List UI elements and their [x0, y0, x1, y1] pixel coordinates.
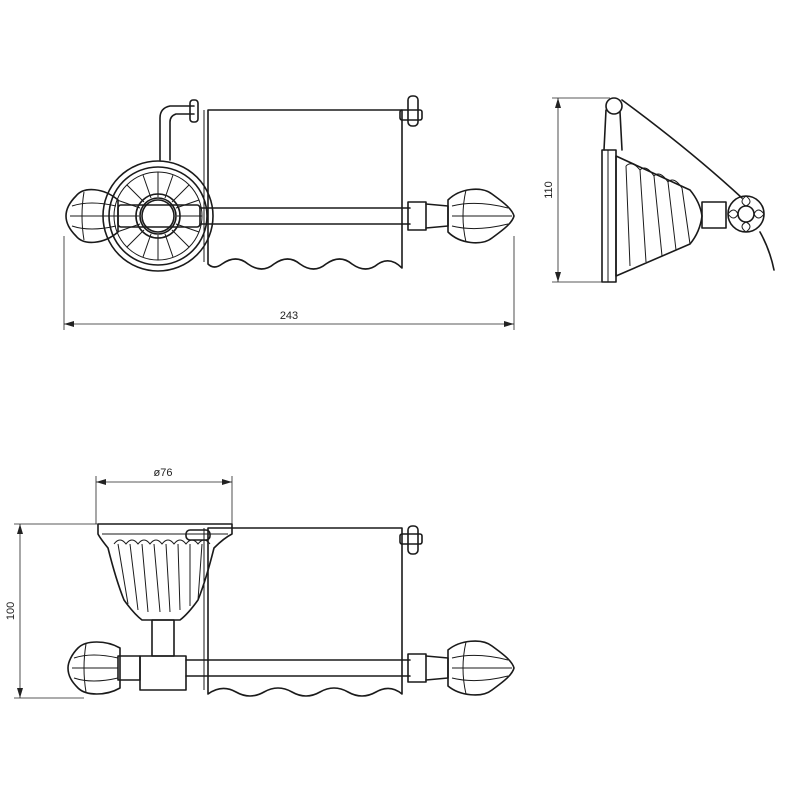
side-view	[601, 97, 775, 283]
dimension-height-side: 110	[543, 97, 610, 283]
dimension-width: 243	[63, 236, 515, 330]
dimension-diameter: ø76	[95, 467, 233, 524]
width-label: 243	[280, 310, 298, 322]
front-view	[65, 95, 515, 272]
rose-petals	[114, 172, 202, 260]
bottom-view	[67, 523, 515, 697]
dimension-height-bottom: 100	[5, 523, 100, 699]
diameter-label: ø76	[154, 467, 173, 479]
height-bottom-label: 100	[5, 602, 17, 620]
height-side-label: 110	[543, 181, 555, 199]
